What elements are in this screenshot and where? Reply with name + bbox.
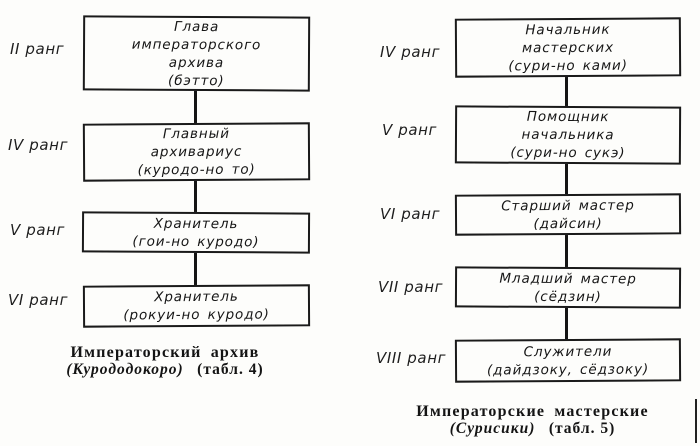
connector-line bbox=[194, 89, 197, 126]
org-node: Помощник начальника (сури-но сукэ) bbox=[454, 105, 682, 165]
page-edge-artifact bbox=[695, 399, 697, 443]
rank-label: V ранг bbox=[382, 121, 438, 139]
org-node: Хранитель (рокуи-но куродо) bbox=[82, 284, 311, 328]
rank-label: VI ранг bbox=[380, 205, 441, 223]
org-node: Хранитель (гои-но куродо) bbox=[81, 211, 311, 254]
caption-table-ref: (табл. 4) bbox=[197, 361, 264, 378]
archive-caption: Императорский архив (Курододокоро) (табл… bbox=[50, 344, 280, 378]
caption-title: Императорские мастерские bbox=[416, 403, 649, 420]
rank-label: VII ранг bbox=[378, 278, 444, 296]
rank-label: V ранг bbox=[10, 221, 66, 239]
org-node-label: Хранитель (гои-но куродо) bbox=[132, 215, 260, 250]
org-node-label: Помощник начальника (сури-но сукэ) bbox=[510, 108, 626, 162]
org-node-label: Младший мастер (сёдзин) bbox=[499, 270, 637, 305]
workshops-caption: Императорские мастерские (Сурисики) (таб… bbox=[405, 403, 660, 437]
org-node: Главный архивариус (куродо-но то) bbox=[82, 122, 311, 182]
org-node-label: Хранитель (рокуи-но куродо) bbox=[123, 288, 270, 324]
org-node-label: Глава императорского архива (бэтто) bbox=[131, 18, 262, 89]
connector-line bbox=[565, 306, 568, 342]
rank-label: II ранг bbox=[10, 40, 65, 58]
caption-transliteration: (Курододокоро) bbox=[66, 361, 184, 378]
rank-label: VIII ранг bbox=[376, 349, 447, 367]
connector-line bbox=[565, 74, 568, 109]
rank-label: VI ранг bbox=[8, 291, 69, 309]
caption-table-ref: (табл. 5) bbox=[548, 420, 616, 437]
rank-label: IV ранг bbox=[380, 43, 441, 61]
org-node-label: Начальник мастерских (сури-но ками) bbox=[508, 21, 628, 74]
org-node-label: Служители (дайдзоку, сёдзоку) bbox=[486, 343, 650, 378]
connector-line bbox=[194, 250, 197, 288]
org-node: Начальник мастерских (сури-но ками) bbox=[454, 17, 682, 78]
org-node-label: Главный архивариус (куродо-но то) bbox=[137, 125, 256, 179]
rank-label: IV ранг bbox=[8, 136, 69, 154]
caption-transliteration: (Сурисики) bbox=[449, 420, 536, 437]
caption-spacer bbox=[540, 420, 544, 437]
caption-spacer bbox=[188, 361, 192, 378]
org-node: Старший мастер (дайсин) bbox=[454, 193, 682, 236]
org-node: Служители (дайдзоку, сёдзоку) bbox=[454, 338, 682, 383]
caption-title: Императорский архив bbox=[70, 344, 260, 361]
org-node-label: Старший мастер (дайсин) bbox=[501, 197, 635, 232]
org-node: Младший мастер (сёдзин) bbox=[454, 266, 682, 309]
connector-line bbox=[565, 233, 568, 270]
caption-subtitle: (Сурисики) (табл. 5) bbox=[405, 420, 660, 437]
connector-line bbox=[194, 178, 197, 215]
connector-line bbox=[565, 161, 568, 197]
caption-subtitle: (Курододокоро) (табл. 4) bbox=[50, 361, 280, 378]
org-node: Глава императорского архива (бэтто) bbox=[82, 15, 311, 92]
